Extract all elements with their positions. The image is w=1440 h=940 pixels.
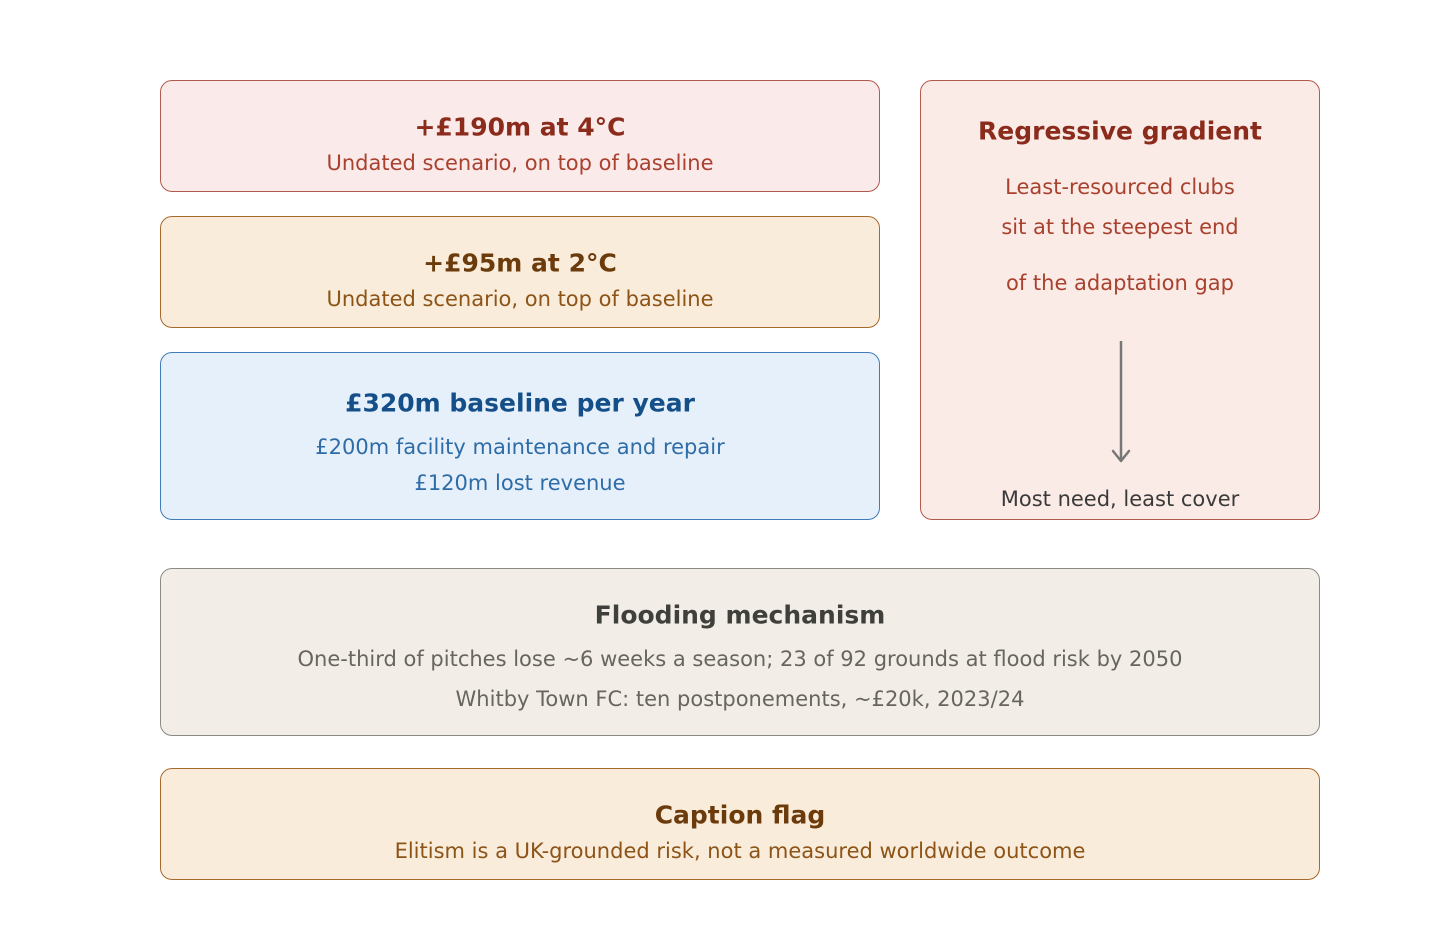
scenario-2c-box: +£95m at 2°C Undated scenario, on top of… <box>160 216 880 328</box>
scenario-4c-subtitle: Undated scenario, on top of baseline <box>326 151 714 175</box>
gradient-title: Regressive gradient <box>978 116 1262 146</box>
baseline-line-maintenance: £200m facility maintenance and repair <box>315 435 725 459</box>
caption-title: Caption flag <box>654 800 826 830</box>
flooding-mechanism-box: Flooding mechanism One-third of pitches … <box>160 568 1320 736</box>
caption-subtitle: Elitism is a UK-grounded risk, not a mea… <box>394 839 1086 863</box>
caption-flag-box: Caption flag Elitism is a UK-grounded ri… <box>160 768 1320 880</box>
baseline-box: £320m baseline per year £200m facility m… <box>160 352 880 520</box>
gradient-footer: Most need, least cover <box>1000 487 1240 511</box>
gradient-line-1: Least-resourced clubs <box>1005 175 1235 199</box>
flooding-line-whitby: Whitby Town FC: ten postponements, ~£20k… <box>455 687 1025 711</box>
baseline-line-revenue: £120m lost revenue <box>414 471 626 495</box>
flooding-line-pitches: One-third of pitches lose ~6 weeks a sea… <box>297 647 1183 671</box>
scenario-4c-title: +£190m at 4°C <box>414 112 626 142</box>
scenario-4c-box: +£190m at 4°C Undated scenario, on top o… <box>160 80 880 192</box>
scenario-2c-subtitle: Undated scenario, on top of baseline <box>326 287 714 311</box>
gradient-line-2: sit at the steepest end <box>1001 215 1239 239</box>
flooding-title: Flooding mechanism <box>594 600 886 630</box>
baseline-title: £320m baseline per year <box>345 388 695 418</box>
regressive-gradient-box: Regressive gradient Least-resourced club… <box>920 80 1320 520</box>
gradient-line-3: of the adaptation gap <box>1006 271 1234 295</box>
scenario-2c-title: +£95m at 2°C <box>423 248 617 278</box>
down-arrow-icon <box>1111 341 1131 463</box>
